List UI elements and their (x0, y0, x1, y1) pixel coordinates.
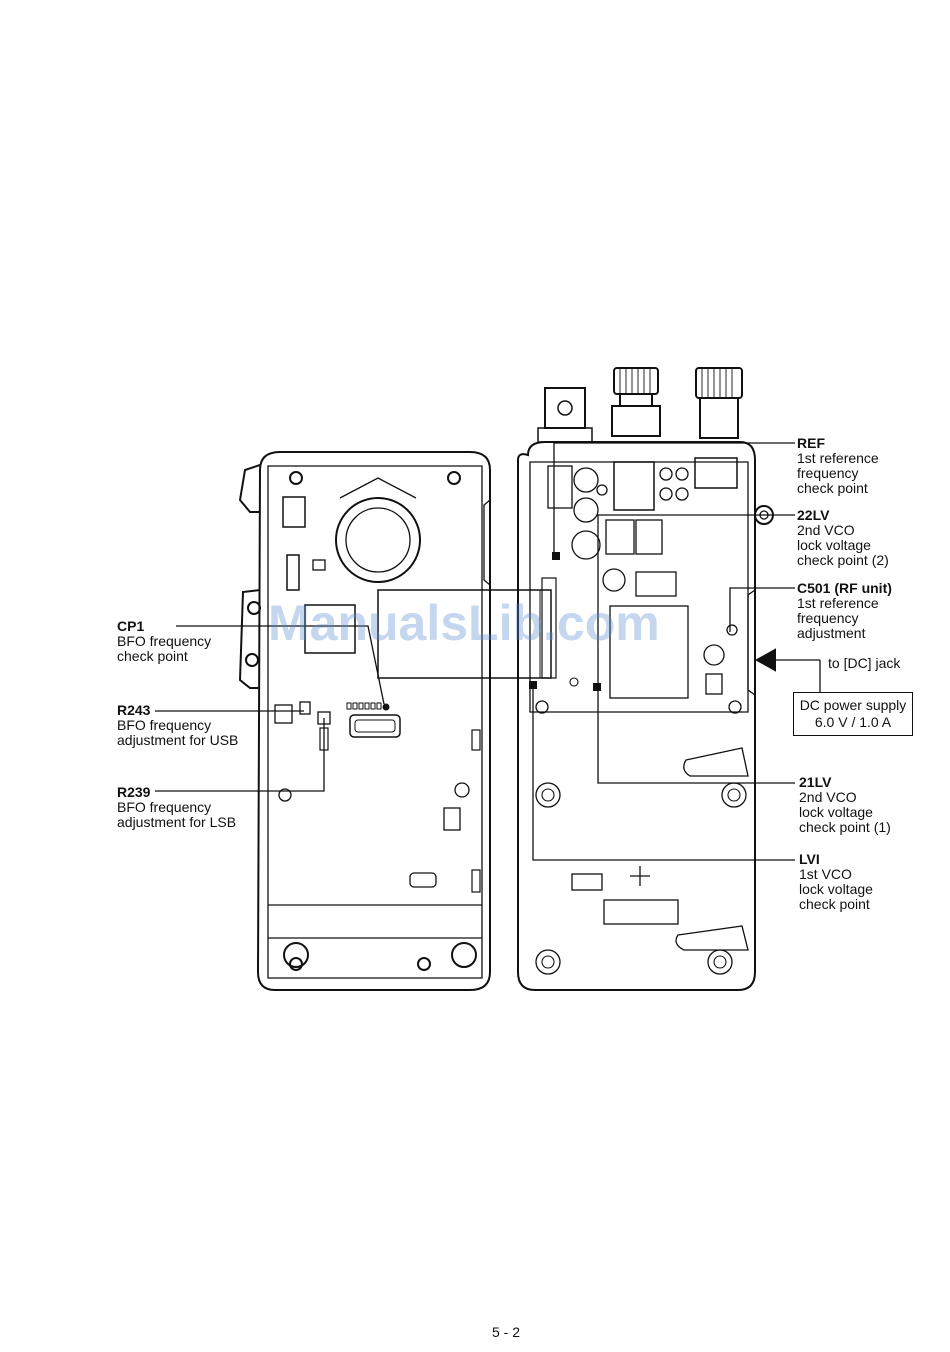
cp1-name: CP1 (117, 618, 145, 634)
rear-case-panel (238, 451, 491, 991)
callout-c501: C501 (RF unit) 1st reference frequency a… (797, 581, 892, 641)
r243-desc-2: adjustment for USB (117, 732, 239, 748)
cp1-desc-1: BFO frequency (117, 633, 212, 649)
ref-desc-2: frequency (797, 465, 859, 481)
callout-22lv: 22LV 2nd VCO lock voltage check point (2… (797, 508, 889, 568)
dc-power-supply-box: DC power supply 6.0 V / 1.0 A (793, 692, 913, 736)
ref-desc-1: 1st reference (797, 450, 879, 466)
front-chassis-panel (517, 367, 774, 991)
r243-name: R243 (117, 702, 151, 718)
lv21-desc-1: 2nd VCO (799, 789, 857, 805)
dc-jack-label: to [DC] jack (828, 655, 901, 671)
callout-cp1: CP1 BFO frequency check point (117, 619, 211, 664)
lvi-desc-3: check point (799, 896, 870, 912)
callout-lvi: LVI 1st VCO lock voltage check point (799, 852, 873, 912)
lv22-name: 22LV (797, 507, 830, 523)
ref-name: REF (797, 435, 825, 451)
c501-desc-3: adjustment (797, 625, 866, 641)
lv22-desc-1: 2nd VCO (797, 522, 855, 538)
lv22-desc-2: lock voltage (797, 537, 871, 553)
callout-r243: R243 BFO frequency adjustment for USB (117, 703, 238, 748)
flex-cable (377, 589, 552, 679)
c501-desc-2: frequency (797, 610, 859, 626)
lv21-desc-3: check point (1) (799, 819, 891, 835)
ref-desc-3: check point (797, 480, 868, 496)
r239-desc-2: adjustment for LSB (117, 814, 237, 830)
lvi-desc-1: 1st VCO (799, 866, 852, 882)
r243-desc-1: BFO frequency (117, 717, 212, 733)
callout-21lv: 21LV 2nd VCO lock voltage check point (1… (799, 775, 891, 835)
watermark: ManualsLib.com (268, 595, 660, 651)
callout-ref: REF 1st reference frequency check point (797, 436, 879, 496)
lv22-desc-3: check point (2) (797, 552, 889, 568)
r239-desc-1: BFO frequency (117, 799, 212, 815)
lvi-name: LVI (799, 851, 820, 867)
lvi-desc-2: lock voltage (799, 881, 873, 897)
page-number: 5 - 2 (492, 1324, 521, 1340)
callout-leaders (155, 442, 821, 861)
callout-r239: R239 BFO frequency adjustment for LSB (117, 785, 236, 830)
dc-supply-line-2: 6.0 V / 1.0 A (814, 714, 892, 730)
c501-desc-1: 1st reference (797, 595, 879, 611)
r239-name: R239 (117, 784, 151, 800)
cp1-desc-2: check point (117, 648, 188, 664)
dc-jack-arrow (754, 648, 776, 672)
dc-supply-line-1: DC power supply (799, 697, 907, 713)
lv21-name: 21LV (799, 774, 832, 790)
lv21-desc-2: lock voltage (799, 804, 873, 820)
c501-name: C501 (RF unit) (797, 580, 892, 596)
